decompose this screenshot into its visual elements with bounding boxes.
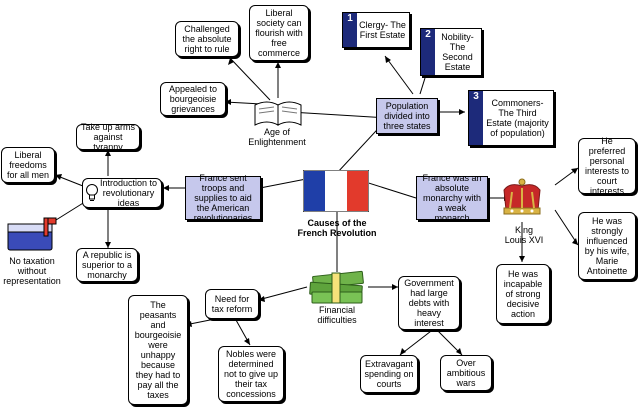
clergy-label: Clergy- The First Estate [359, 20, 406, 40]
commoners-node: 3 Commoners- The Third Estate (majority … [468, 90, 554, 146]
estate-bar [343, 13, 357, 47]
influenced-wife-node: He was strongly influenced by his wife, … [578, 212, 636, 280]
challenged-absolute-node: Challenged the absolute right to rule [175, 21, 239, 57]
liberal-society-node: Liberal society can flourish with free c… [249, 5, 309, 61]
government-debts-node: Government had large debts with heavy in… [398, 276, 460, 330]
center-node [303, 170, 371, 218]
age-of-enlightenment-label: Age of Enlightenment [248, 127, 306, 147]
king-louis-label: King Louis XVI [504, 225, 544, 245]
estate-number-1: 1 [347, 13, 353, 24]
center-title: Causes of the French Revolution [297, 218, 377, 238]
republic-superior-node: A republic is superior to a monarchy [76, 248, 138, 282]
introduction-ideas-label: Introduction to revolutionary ideas [99, 178, 158, 208]
crown-icon [503, 178, 541, 215]
extravagant-spending-node: Extravagant spending on courts [360, 355, 418, 393]
estate-number-3: 3 [473, 91, 479, 102]
lightbulb-icon [86, 184, 98, 201]
commoners-label: Commoners- The Third Estate (majority of… [486, 98, 549, 138]
clergy-node: 1 Clergy- The First Estate [342, 12, 410, 48]
flag-icon [303, 170, 369, 212]
appealed-bourgeoisie-node: Appealed to bourgeoisie grievances [160, 82, 226, 116]
take-up-arms-node: Take up arms against tyranny [76, 122, 140, 152]
financial-difficulties-label: Financial difficulties [317, 305, 357, 325]
nobility-label: Nobility- The Second Estate [441, 32, 474, 72]
no-taxation-label: No taxation without representation [3, 256, 61, 286]
estate-bar [421, 29, 435, 75]
liberal-freedoms-node: Liberal freedoms for all men [1, 147, 55, 183]
over-ambitious-node: Over ambitious wars [440, 355, 492, 391]
population-divided-node: Population divided into three states [376, 98, 438, 134]
money-icon [309, 270, 364, 304]
absolute-monarchy-node: France was an absolute monarchy with a w… [416, 173, 488, 223]
mailbox-icon [7, 217, 57, 251]
need-tax-reform-node: Need for tax reform [205, 289, 259, 319]
estate-number-2: 2 [425, 29, 431, 40]
peasants-unhappy-node: The peasants and bourgeoisie were unhapp… [128, 295, 188, 405]
introduction-ideas-node: Introduction to revolutionary ideas [82, 178, 162, 208]
france-sent-troops-node: France sent troops and supplies to aid t… [185, 173, 261, 223]
nobility-node: 2 Nobility- The Second Estate [420, 28, 482, 76]
book-icon [254, 101, 302, 126]
estate-bar [469, 91, 483, 145]
incapable-node: He was incapable of strong decisive acti… [496, 264, 550, 324]
preferred-personal-node: He preferred personal interests to court… [578, 136, 636, 196]
nobles-determined-node: Nobles were determined not to give up th… [218, 346, 284, 402]
